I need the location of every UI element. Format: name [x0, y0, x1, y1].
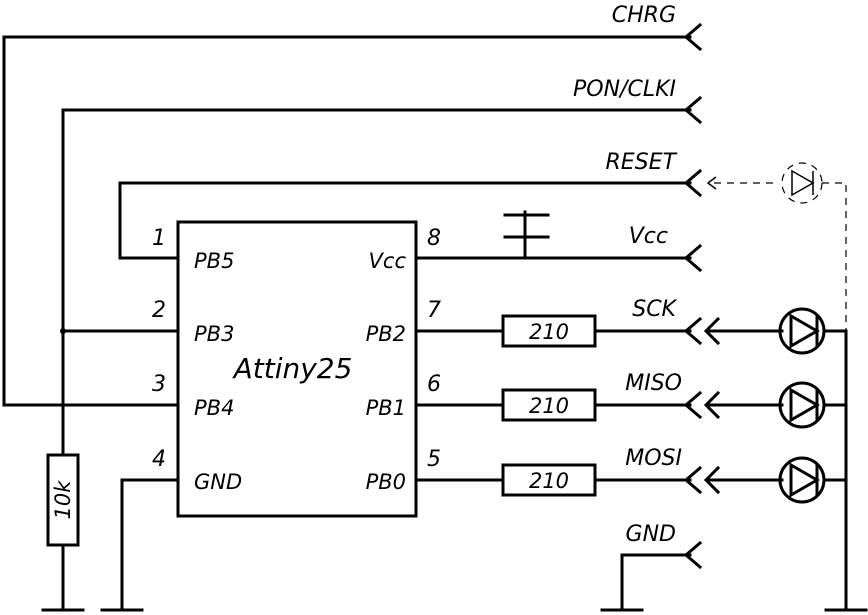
junction-dot — [60, 328, 66, 334]
pon-clki-wire — [61, 108, 692, 457]
pullup-resistor: 10k — [46, 453, 80, 547]
led-common-wire — [822, 329, 848, 610]
capacitor — [503, 210, 550, 260]
pin-number-2: 2 — [152, 298, 166, 323]
series-resistor-sck-label: 210 — [529, 320, 569, 344]
pin-name-pb2: PB2 — [366, 322, 406, 346]
connector-label-reset: RESET — [606, 150, 678, 175]
pin-name-pb4: PB4 — [194, 396, 234, 420]
series-resistor-mosi-label: 210 — [529, 469, 569, 493]
series-resistor-mosi: 210 — [501, 463, 597, 497]
pin-name-pb5: PB5 — [194, 249, 234, 273]
pin-name-pb0: PB0 — [366, 470, 406, 494]
connector-marks — [683, 22, 703, 570]
connector-label-miso: MISO — [625, 371, 682, 396]
connector-label-vcc: Vcc — [629, 224, 668, 249]
reset-wire — [118, 181, 692, 260]
pin-number-7: 7 — [427, 298, 441, 323]
led-arrow-sck — [703, 316, 784, 346]
series-resistor-sck: 210 — [501, 314, 597, 348]
pin-number-4: 4 — [152, 447, 166, 472]
pin-number-3: 3 — [152, 372, 166, 397]
chip-name: Attiny25 — [232, 352, 353, 385]
series-resistor-miso-label: 210 — [529, 394, 569, 418]
pin-number-5: 5 — [427, 447, 441, 472]
pin-name-pb3: PB3 — [194, 322, 234, 346]
series-resistor-miso: 210 — [501, 388, 597, 422]
connector-label-mosi: MOSI — [625, 446, 682, 471]
attiny-chip-body — [176, 220, 418, 518]
led-diode-miso — [778, 381, 826, 429]
pin-number-6: 6 — [427, 372, 441, 397]
chrg-wire — [2, 35, 692, 407]
pin-number-1: 1 — [152, 226, 166, 251]
led-arrow-miso — [703, 390, 784, 420]
gnd-pin-wire — [120, 478, 180, 610]
connector-label-gnd: GND — [626, 522, 676, 547]
led-diode-sck — [778, 307, 826, 355]
led-arrow-mosi — [703, 465, 784, 495]
led-diode-mosi — [778, 456, 826, 504]
pin-name-pb1: PB1 — [366, 396, 406, 420]
optional-reset-diode — [706, 162, 847, 331]
pin-name-gnd: GND — [194, 470, 242, 494]
gnd-connector-wire — [620, 553, 692, 610]
connector-label-pon-clki: PON/CLKI — [573, 77, 676, 102]
pin-number-8: 8 — [427, 226, 441, 251]
connector-label-chrg: CHRG — [612, 3, 676, 28]
pullup-resistor-label: 10k — [51, 480, 75, 520]
pin-name-vcc: Vcc — [369, 249, 407, 273]
connector-label-sck: SCK — [632, 297, 677, 322]
